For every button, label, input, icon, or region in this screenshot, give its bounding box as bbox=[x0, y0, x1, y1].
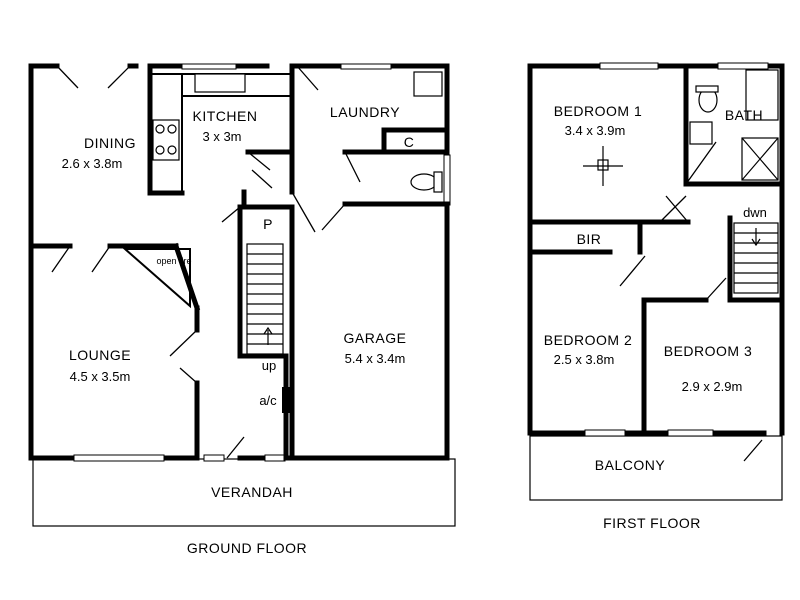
window bbox=[717, 62, 769, 70]
dining-label: DINING bbox=[84, 135, 136, 151]
hotplate bbox=[155, 145, 165, 155]
window bbox=[181, 63, 237, 70]
lounge-label: LOUNGE bbox=[69, 347, 131, 363]
hotplate bbox=[167, 124, 177, 134]
ac-label: a/c bbox=[259, 393, 277, 408]
window bbox=[73, 454, 165, 462]
pantry-label: P bbox=[263, 216, 273, 232]
ground-exterior-walls bbox=[28, 63, 450, 461]
lounge-size: 4.5 x 3.5m bbox=[70, 369, 131, 384]
door-swings bbox=[619, 141, 763, 462]
dining-size: 2.6 x 3.8m bbox=[62, 156, 123, 171]
bedroom1-label: BEDROOM 1 bbox=[554, 103, 643, 119]
balcony-label: BALCONY bbox=[595, 457, 666, 473]
stairs-down bbox=[733, 222, 779, 294]
garage-label: GARAGE bbox=[344, 330, 407, 346]
window bbox=[264, 454, 286, 462]
ac-unit bbox=[282, 387, 291, 413]
hotplate bbox=[155, 124, 165, 134]
first-floor-plan: BEDROOM 1 3.4 x 3.9m BATH dwn BIR BEDROO… bbox=[527, 62, 785, 531]
kitchen-size: 3 x 3m bbox=[202, 129, 241, 144]
ground-floor-caption: GROUND FLOOR bbox=[187, 540, 307, 556]
garage-size: 5.4 x 3.4m bbox=[345, 351, 406, 366]
stairs-up bbox=[246, 243, 284, 355]
toilet-cistern bbox=[695, 85, 719, 93]
stairs-down-label: dwn bbox=[743, 205, 767, 220]
bedroom3-label: BEDROOM 3 bbox=[664, 343, 753, 359]
verandah-label: VERANDAH bbox=[211, 484, 293, 500]
window bbox=[667, 429, 714, 437]
open-fire bbox=[122, 248, 191, 309]
toilet bbox=[410, 173, 438, 191]
window bbox=[340, 63, 392, 70]
window bbox=[203, 454, 225, 462]
balcony-outline bbox=[529, 435, 783, 501]
laundry-tub bbox=[413, 71, 443, 97]
bath-label: BATH bbox=[725, 107, 763, 123]
first-floor-caption: FIRST FLOOR bbox=[603, 515, 701, 531]
bathtub bbox=[745, 69, 779, 121]
ceiling-fan-icon bbox=[583, 146, 623, 186]
first-interior-walls bbox=[527, 63, 785, 436]
window bbox=[584, 429, 626, 437]
door-swings bbox=[51, 65, 361, 459]
bedroom3-size: 2.9 x 2.9m bbox=[682, 379, 743, 394]
laundry-label: LAUNDRY bbox=[330, 104, 400, 120]
ground-interior-walls bbox=[28, 63, 450, 461]
bedroom2-size: 2.5 x 3.8m bbox=[554, 352, 615, 367]
bedroom1-size: 3.4 x 3.9m bbox=[565, 123, 626, 138]
fireplace-label: open fire bbox=[156, 256, 191, 266]
ground-floor-plan: DINING 2.6 x 3.8m KITCHEN 3 x 3m LAUNDRY… bbox=[28, 63, 456, 556]
sink-fixture bbox=[194, 73, 246, 93]
cupboard-label: C bbox=[404, 134, 415, 150]
window bbox=[443, 154, 451, 206]
toilet-cistern bbox=[433, 171, 443, 193]
basin bbox=[689, 121, 713, 145]
hotplate bbox=[167, 145, 177, 155]
kitchen-label: KITCHEN bbox=[193, 108, 258, 124]
bir-label: BIR bbox=[577, 231, 602, 247]
stairs-up-label: up bbox=[262, 358, 276, 373]
bedroom2-label: BEDROOM 2 bbox=[544, 332, 633, 348]
window bbox=[599, 62, 659, 70]
